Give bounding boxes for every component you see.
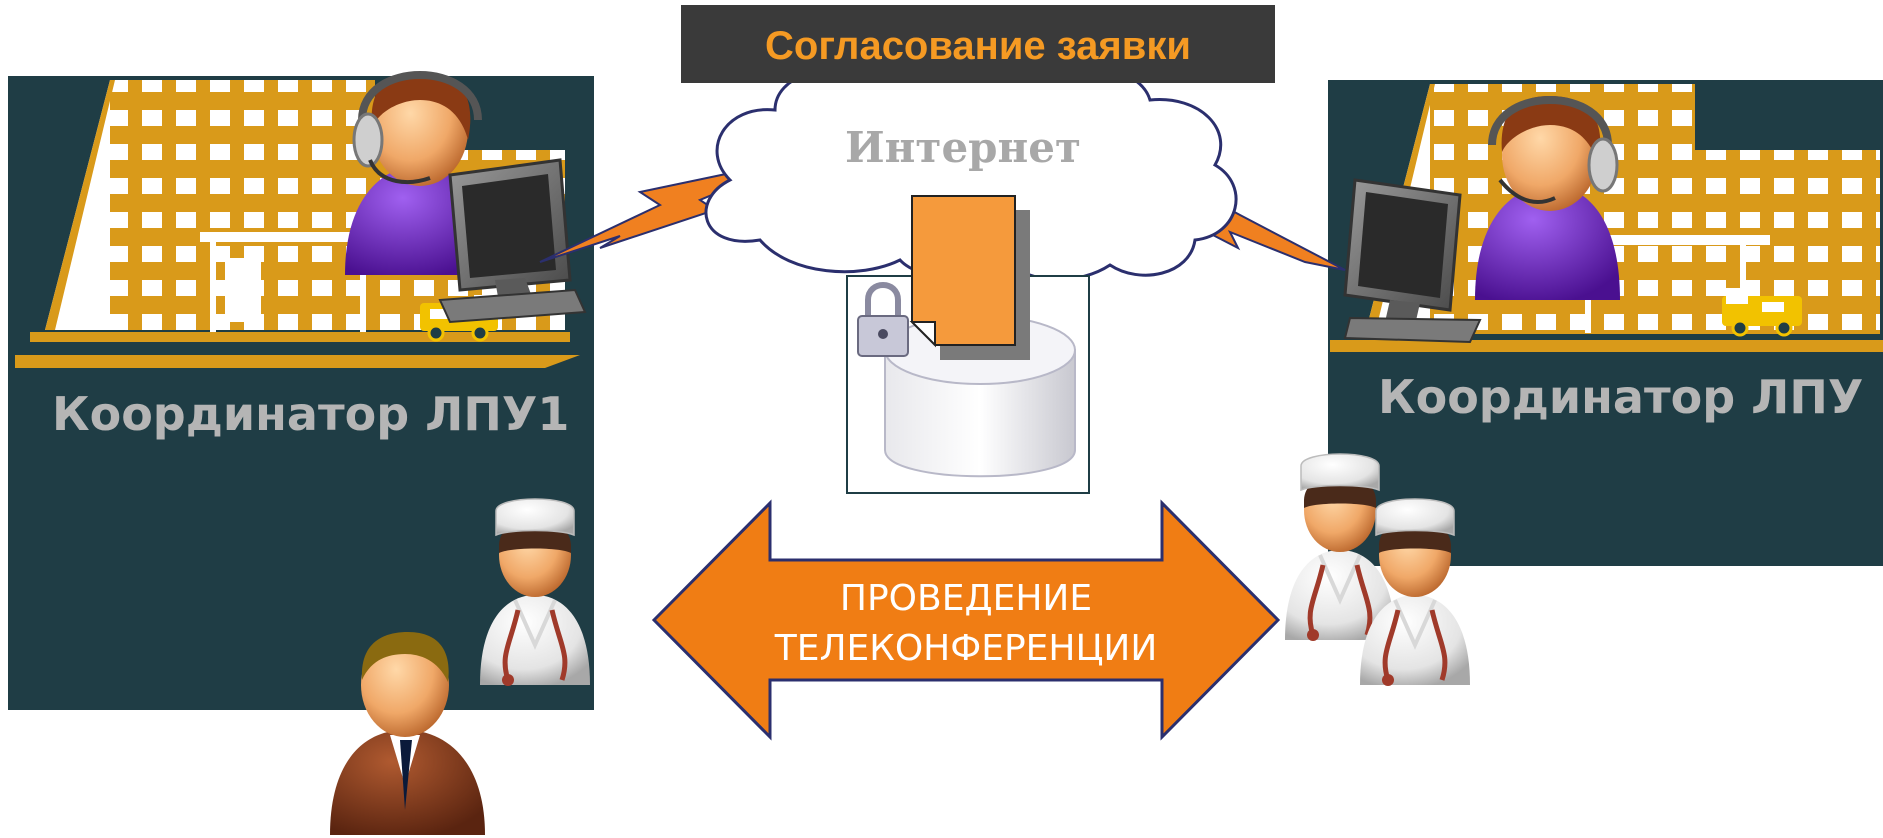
right-panel: Координатор ЛПУ xyxy=(1285,80,1883,686)
left-coordinator-label: Координатор ЛПУ1 xyxy=(52,387,569,441)
call-center-operator-icon xyxy=(345,71,490,275)
padlock-icon xyxy=(857,282,909,357)
left-panel: Координатор ЛПУ1 xyxy=(8,71,594,835)
computer-monitor-icon xyxy=(438,158,587,324)
ambulance-icon-right xyxy=(1722,288,1802,337)
secure-storage xyxy=(846,195,1090,494)
right-coordinator-label: Координатор ЛПУ xyxy=(1378,370,1863,424)
document-icon xyxy=(909,195,1030,360)
patient-icon xyxy=(330,632,485,835)
title-banner: Согласование заявки xyxy=(681,5,1275,83)
computer-monitor-icon-right xyxy=(1343,178,1482,344)
call-center-operator-icon-right xyxy=(1475,96,1620,300)
title-text: Согласование заявки xyxy=(765,24,1191,68)
teleconference-line1: ПРОВЕДЕНИЕ xyxy=(840,578,1092,619)
internet-label: Интернет xyxy=(845,123,1081,172)
teleconference-line2: ТЕЛЕКОНФЕРЕНЦИИ xyxy=(774,628,1158,669)
teleconference-double-arrow: ПРОВЕДЕНИЕ ТЕЛЕКОНФЕРЕНЦИИ xyxy=(651,499,1281,741)
